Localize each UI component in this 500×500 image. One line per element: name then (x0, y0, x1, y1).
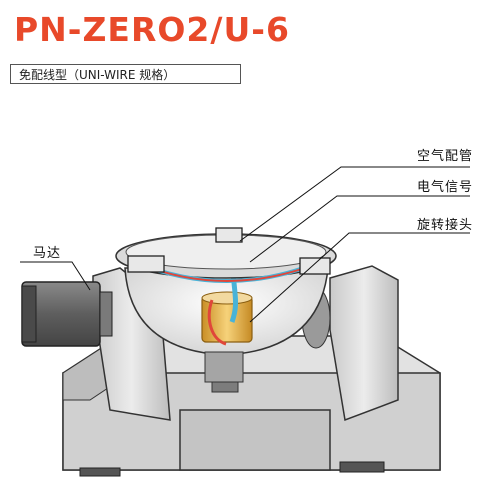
page-title: PN-ZERO2/U-6 (14, 10, 290, 49)
right-support (301, 265, 399, 422)
subtitle-box: 免配线型（UNI-WIRE 规格） (10, 64, 241, 84)
turntable-top (115, 227, 337, 283)
label-motor: 马达 (33, 246, 62, 261)
label-electric-signal: 电气信号 (417, 180, 474, 195)
subtitle-label: 免配线型（UNI-WIRE 规格） (19, 68, 176, 82)
label-rotary-joint: 旋转接头 (417, 218, 474, 233)
leader-lines (20, 166, 470, 323)
label-air-piping: 空气配管 (417, 149, 474, 164)
motor-icon (21, 281, 113, 347)
rotary-joint-icon (201, 291, 253, 343)
